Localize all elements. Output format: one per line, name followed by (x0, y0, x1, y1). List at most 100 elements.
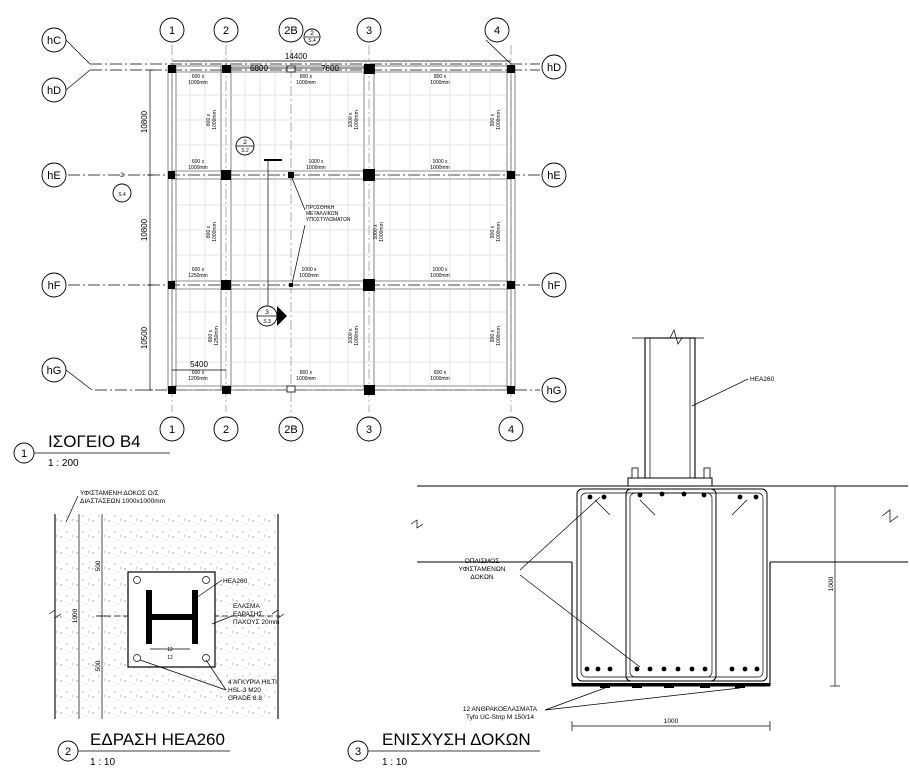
dim-10500: 10500 (140, 326, 149, 349)
beam-outlines (167, 65, 516, 391)
beam-label: 800 x1000mm (206, 110, 218, 129)
view-3-scale: 1 : 10 (382, 757, 407, 768)
dim-500-b: 500 (95, 660, 102, 671)
svg-text:hD: hD (547, 62, 561, 74)
dim-7600: 7600 (321, 64, 339, 73)
grid-bubbles-top: 1 2 2B 3 4 (159, 17, 510, 43)
new-steel-columns (286, 65, 296, 393)
grid-bubbles-bottom: 1 2 2B 3 4 (159, 416, 524, 442)
dim-12-b: 12 (167, 655, 173, 661)
view-2-title: 2 ΕΔΡΑΣΗ ΗΕΑ260 1 : 10 (57, 730, 230, 768)
beam-label: 800 x1000mm (490, 110, 502, 129)
svg-text:hE: hE (547, 170, 560, 182)
grid-bubble-2b: 2B (284, 25, 297, 37)
svg-text:hG: hG (547, 385, 562, 397)
grid-bubbles-left: hC hD hE hF hG (41, 27, 67, 383)
grid-bubble-he: hE (47, 170, 60, 182)
dim-12-a: 12 (167, 647, 173, 653)
grid-leaders (65, 39, 512, 391)
view-3-title: 3 ΕΝΙΣΧΥΣΗ ΔΟΚΩΝ 1 : 10 (347, 730, 540, 768)
dim-500-a: 500 (95, 560, 102, 571)
grid-bubble-4: 4 (494, 25, 500, 37)
grid-bubble-2: 2 (223, 25, 229, 37)
view-1-scale: 1 : 200 (48, 458, 79, 469)
beam-label: 800 x1000mm (490, 222, 502, 241)
svg-text:S.3: S.3 (263, 319, 271, 325)
dim-width-1000: 1000 (664, 718, 679, 725)
slab-mesh (176, 72, 507, 386)
dim-5400: 5400 (190, 360, 208, 369)
svg-text:S.4: S.4 (118, 192, 126, 198)
dim-1000: 1000 (72, 608, 79, 623)
svg-text:3: 3 (355, 746, 361, 758)
dim-height-1000: 1000 (828, 576, 835, 591)
svg-text:2: 2 (120, 172, 124, 179)
beam-label: 1000 x1000mm (348, 110, 360, 129)
dim-14400: 14400 (285, 52, 308, 61)
grid-bubble-1: 1 (169, 25, 175, 37)
view-2-name: ΕΔΡΑΣΗ ΗΕΑ260 (90, 730, 225, 749)
grid-bubble-3: 3 (366, 25, 372, 37)
hea260-label-detail2: HEA260 (223, 578, 248, 585)
beam-strengthening-detail: HEA260 (347, 329, 908, 768)
hea260-label-detail3: HEA260 (750, 376, 775, 383)
section-mark-s4-left: 2 S.4 (112, 172, 132, 203)
existing-columns (168, 64, 515, 395)
beam-label: 800 x1000mm (490, 326, 502, 345)
beam-label: 1000 x1000mm (373, 222, 385, 241)
grid-bubbles-right: hD hE hF hG (541, 54, 567, 403)
svg-text:hF: hF (548, 280, 561, 292)
beam-label: 800 x1000mm (206, 222, 218, 241)
dim-6800: 6800 (250, 64, 268, 73)
section-mark-s2: 2 S.2 (235, 136, 282, 306)
svg-text:2: 2 (223, 424, 229, 436)
view-3-name: ΕΝΙΣΧΥΣΗ ΔΟΚΩΝ (382, 730, 531, 749)
svg-text:S.2: S.2 (241, 148, 249, 154)
bottom-rebars (584, 666, 760, 672)
svg-text:S.4: S.4 (308, 38, 316, 44)
svg-text:2: 2 (310, 30, 314, 37)
svg-text:3: 3 (265, 309, 269, 316)
grid-bubble-hc: hC (47, 35, 61, 47)
view-1-title: 1 ΙΣΟΓΕΙΟ Β4 1 : 200 (13, 432, 170, 469)
grid-bubble-hd: hD (47, 85, 61, 97)
plan-dimensions (147, 60, 511, 391)
svg-text:3: 3 (366, 424, 372, 436)
section-mark-s3: 3 S.3 (256, 305, 287, 327)
column-grid-lines (171, 45, 512, 412)
svg-text:2B: 2B (284, 424, 297, 436)
beam-label: 800 x1250mm (208, 326, 220, 345)
dim-10800-a: 10800 (140, 110, 149, 133)
grid-bubble-hf: hF (48, 280, 61, 292)
dim-10800-b: 10800 (140, 218, 149, 241)
svg-text:2: 2 (243, 139, 247, 146)
svg-text:2: 2 (65, 746, 71, 758)
view-1-name: ΙΣΟΓΕΙΟ Β4 (48, 432, 141, 451)
svg-text:1: 1 (21, 448, 27, 460)
section-mark-s4-top: 2 S.4 (303, 28, 321, 46)
grid-bubble-hg: hG (47, 365, 62, 377)
top-rebars (587, 491, 759, 500)
svg-text:4: 4 (508, 424, 514, 436)
